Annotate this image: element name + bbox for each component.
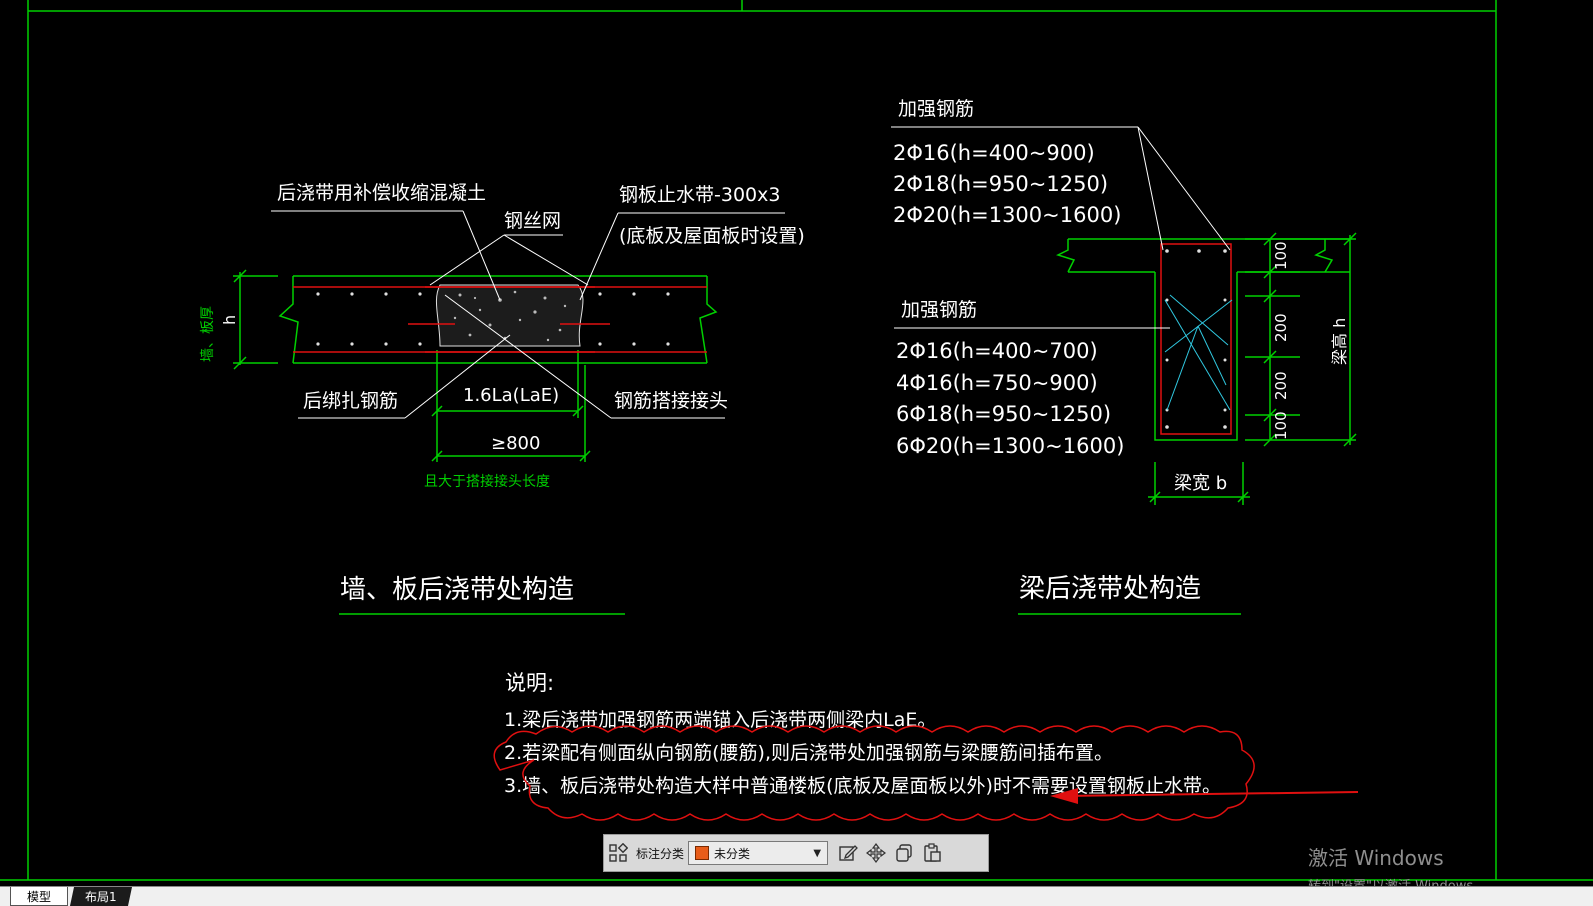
tab-layout1[interactable]: 布局1	[69, 887, 133, 906]
dim-lap-length: 1.6La(LaE)	[463, 385, 559, 406]
note-item-3: 3.墙、板后浇带处构造大样中普通楼板(底板及屋面板以外)时不需要设置钢板止水带。	[504, 775, 1221, 797]
dim-note-lap: 且大于搭接接头长度	[424, 473, 550, 490]
label-reinforcement-top: 加强钢筋	[898, 98, 974, 120]
spec-side-4: 6Φ20(h=1300~1600)	[896, 434, 1124, 458]
label-wire-mesh: 钢丝网	[504, 210, 561, 232]
title-slab-detail: 墙、板后浇带处构造	[340, 575, 574, 605]
spec-top-2: 2Φ18(h=950~1250)	[893, 172, 1108, 196]
spec-side-3: 6Φ18(h=950~1250)	[896, 402, 1111, 426]
tab-layout1-label: 布局1	[85, 890, 117, 904]
spec-side-2: 4Φ16(h=750~900)	[896, 371, 1098, 395]
annotation-toolbar: 标注分类 未分类 ▼	[603, 834, 989, 872]
label-compensating-concrete: 后浇带用补偿收缩混凝土	[277, 182, 486, 204]
tab-model[interactable]: 模型	[10, 887, 68, 906]
tab-model-label: 模型	[26, 889, 51, 904]
label-wall-slab-thickness: 墙、板厚	[200, 306, 216, 362]
label-rebar-lap-joint: 钢筋搭接接头	[614, 390, 728, 412]
edit-icon[interactable]	[834, 839, 862, 867]
spec-top-3: 2Φ20(h=1300~1600)	[893, 203, 1121, 227]
slab-detail: 后浇带用补偿收缩混凝土 钢丝网 钢板止水带-300x3 (底板及屋面板时设置) …	[200, 182, 805, 615]
dim-100-top: 100	[1272, 241, 1290, 270]
cad-drawing-canvas[interactable]: 后浇带用补偿收缩混凝土 钢丝网 钢板止水带-300x3 (底板及屋面板时设置) …	[0, 0, 1593, 886]
label-beam-width: 梁宽 b	[1174, 473, 1227, 494]
beam-detail: 加强钢筋 2Φ16(h=400~900) 2Φ18(h=950~1250) 2Φ…	[891, 98, 1357, 615]
note-item-1: 1.梁后浇带加强钢筋两端锚入后浇带两侧梁内LaE。	[504, 709, 936, 731]
category-label: 标注分类	[636, 846, 685, 861]
move-icon[interactable]	[862, 839, 890, 867]
title-beam-detail: 梁后浇带处构造	[1019, 574, 1201, 604]
label-waterstop-note: (底板及屋面板时设置)	[619, 225, 805, 247]
revision-cloud	[493, 725, 1255, 821]
copy-icon[interactable]	[890, 839, 918, 867]
spec-top-1: 2Φ16(h=400~900)	[893, 141, 1095, 165]
layout-tab-bar: 模型 布局1	[0, 886, 1593, 906]
label-post-tied-rebar: 后绑扎钢筋	[303, 390, 398, 412]
dim-100-bottom: 100	[1272, 411, 1290, 440]
label-steel-waterstop: 钢板止水带-300x3	[619, 184, 780, 206]
grid-icon[interactable]	[604, 839, 632, 867]
dim-min-800: ≥800	[491, 433, 540, 454]
note-item-2: 2.若梁配有侧面纵向钢筋(腰筋),则后浇带处加强钢筋与梁腰筋间插布置。	[504, 742, 1113, 764]
category-selected-value: 未分类	[714, 846, 751, 861]
category-color-swatch	[695, 846, 710, 860]
notes-heading: 说明:	[505, 671, 554, 695]
annotation-arrow	[1050, 788, 1359, 804]
paste-icon[interactable]	[918, 839, 946, 867]
label-h: h	[220, 315, 239, 325]
label-beam-height: 梁高 h	[1330, 318, 1349, 365]
notes-block: 说明: 1.梁后浇带加强钢筋两端锚入后浇带两侧梁内LaE。 2.若梁配有侧面纵向…	[504, 671, 1221, 797]
chevron-down-icon: ▼	[813, 847, 822, 859]
dim-200-upper: 200	[1272, 313, 1290, 342]
label-reinforcement-side: 加强钢筋	[901, 299, 977, 321]
drawing-frame	[0, 0, 1593, 881]
category-dropdown[interactable]: 未分类 ▼	[688, 841, 829, 865]
dim-200-lower: 200	[1272, 371, 1290, 400]
spec-side-1: 2Φ16(h=400~700)	[896, 339, 1098, 363]
